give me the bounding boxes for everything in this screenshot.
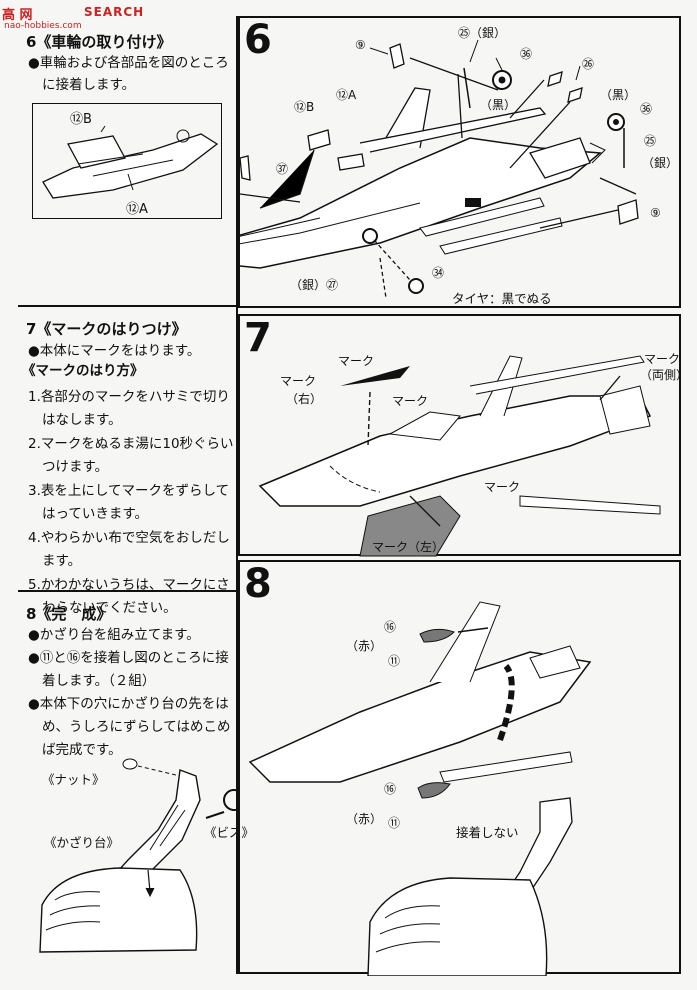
- step7-line-4: つけます。: [42, 459, 109, 475]
- panel-6-drawing: [240, 39, 639, 299]
- step8-title: 8《完 成》: [26, 605, 112, 623]
- inset-wheel-detail: [32, 103, 222, 219]
- step7-line-3: 2.マークをぬるま湯に10秒ぐらい: [28, 436, 234, 452]
- step7-subtitle: 《マークのはり方》: [22, 363, 144, 379]
- step7-steps: 1.各部分のマークをハサミで切り はなします。 2.マークをぬるま湯に10秒ぐら…: [28, 382, 234, 618]
- p6-label-black-b: （黒）: [600, 88, 637, 102]
- p6-note-tire: タイヤ：黒でぬる: [452, 291, 552, 306]
- p8-label-11b: ⑪: [388, 816, 401, 830]
- step7-line-2: はなします。: [42, 412, 122, 428]
- stand-assembly-drawing: [39, 758, 240, 953]
- p6-label-black-a: （黒）: [480, 98, 517, 112]
- panel-6: [238, 16, 681, 308]
- watermark-logo: 高 网: [2, 8, 33, 23]
- p6-label-37: ㊲: [276, 162, 289, 176]
- step6-bullet-cont: に接着します。: [42, 77, 136, 93]
- panel-7-drawing: [258, 355, 661, 557]
- p6-label-12b: ⑫B: [294, 100, 315, 114]
- step6-bullet: ●車輪および各部品を図のところ: [28, 55, 229, 71]
- label-screw: 《ビス》: [204, 825, 255, 840]
- panel-7-number: 7: [244, 315, 272, 361]
- p7-label-mark-mid: マーク: [392, 394, 429, 408]
- watermark-brand: SEARCH: [84, 5, 145, 19]
- step7-title: 7《マークのはりつけ》: [26, 320, 187, 338]
- step8-line-1: ●かざり台を組み立てます。: [28, 627, 200, 643]
- p6-label-9a: ⑨: [355, 38, 366, 52]
- panel-6-number: 6: [244, 17, 272, 63]
- step7-bullet: ●本体にマークをはります。: [28, 343, 201, 359]
- step8-line-5: め、うしろにずらしてはめこめ: [42, 719, 231, 735]
- step8-line-4: ●本体下の穴にかざり台の先をは: [28, 696, 229, 712]
- step7-line-5: 3.表を上にしてマークをずらして: [28, 483, 230, 499]
- p6-label-9b: ⑨: [650, 206, 661, 220]
- step6-title: 6《車輪の取り付け》: [26, 33, 172, 51]
- step8-line-2: ●⑪と⑯を接着し図のところに接: [28, 650, 229, 666]
- step7-line-10: わらないでください。: [42, 600, 177, 616]
- panel-7: [238, 314, 681, 557]
- p8-label-16a: ⑯: [384, 620, 397, 634]
- step7-line-7: 4.やわらかい布で空気をおしだし: [28, 530, 230, 546]
- inset-label-12a: ⑫A: [126, 202, 148, 217]
- p8-label-no-glue: 接着しない: [456, 825, 519, 840]
- p7-label-right: （右）: [286, 392, 323, 406]
- p6-label-12a: ⑫A: [336, 88, 357, 102]
- panel-8-number: 8: [244, 561, 272, 607]
- step8-line-6: ば完成です。: [42, 742, 122, 758]
- p8-label-red-b: （赤）: [346, 812, 383, 826]
- p8-label-red-a: （赤）: [346, 639, 383, 653]
- step7-line-1: 1.各部分のマークをハサミで切り: [28, 389, 230, 405]
- p6-label-34: ㉞: [432, 266, 445, 280]
- step7-line-6: はっていきます。: [42, 506, 148, 522]
- step7-line-9: 5.かわかないうちは、マークにさ: [28, 577, 230, 593]
- inset-wheel-drawing: [42, 125, 219, 199]
- p6-label-36a: ㊱: [520, 47, 533, 61]
- p6-label-silver-b: （銀）: [642, 156, 679, 170]
- p6-label-26: ㉖: [582, 57, 595, 71]
- watermark-url: nao-hobbies.com: [4, 21, 82, 31]
- p7-label-mark-right: マーク: [280, 374, 317, 388]
- p6-label-27: （銀）㉗: [290, 278, 339, 292]
- p6-label-36b: ㊱: [640, 102, 653, 116]
- p7-label-mark-top: マーク: [338, 354, 375, 368]
- p7-label-mark-low: マーク: [484, 480, 521, 494]
- panel-8: [238, 560, 681, 976]
- p8-label-11a: ⑪: [388, 654, 401, 668]
- step8-bullets: ●かざり台を組み立てます。 ●⑪と⑯を接着し図のところに接 着します。（２組） …: [28, 626, 230, 760]
- label-nut: 《ナット》: [42, 772, 105, 787]
- left-divider-1: [18, 305, 236, 307]
- column-divider: [236, 16, 238, 974]
- p6-label-25a: ㉕（銀）: [458, 26, 507, 40]
- p8-label-16b: ⑯: [384, 782, 397, 796]
- left-divider-2: [18, 590, 236, 592]
- step8-line-3: 着します。（２組）: [42, 673, 156, 689]
- p6-label-25b: ㉕: [644, 134, 657, 148]
- p7-label-both-sides: （両側）: [640, 368, 689, 382]
- step7-line-8: ます。: [42, 553, 82, 569]
- p7-label-mark-sides: マーク: [644, 352, 681, 366]
- inset-label-12b: ⑫B: [70, 112, 92, 127]
- panel-8-drawing: [248, 601, 592, 976]
- label-stand: 《かざり台》: [44, 835, 120, 850]
- p7-label-mark-left: マーク（左）: [372, 540, 445, 554]
